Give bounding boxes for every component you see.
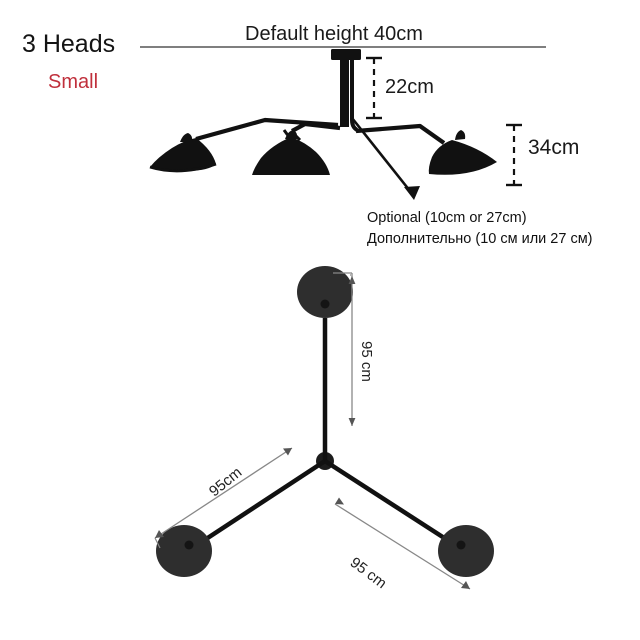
plan-dimension-left	[154, 447, 293, 549]
label-shade-dimension: 34cm	[528, 136, 580, 159]
lamp-head-right	[428, 130, 497, 175]
optional-note-block: Optional (10cm or 27cm) Дополнительно (1…	[367, 208, 593, 249]
lamp-head-left	[149, 133, 217, 173]
page-title-size: Small	[48, 71, 99, 93]
lamp-tip-left	[180, 133, 193, 142]
optional-note-en: Optional (10cm or 27cm)	[367, 210, 527, 226]
optional-note-ru: Дополнительно (10 см или 27 см)	[367, 230, 593, 247]
lamp-shade-left	[150, 138, 216, 171]
optional-leader-arrow	[350, 117, 420, 200]
arm-middle	[291, 121, 341, 133]
lamp-head-middle	[252, 130, 330, 175]
arm-right	[355, 123, 446, 145]
ceiling-plate	[331, 49, 361, 60]
plan-head-top	[297, 266, 353, 318]
plan-head-left	[156, 525, 212, 577]
plan-arm-right	[323, 459, 454, 545]
label-plan-arm-top: 95 cm	[358, 341, 375, 382]
plan-dimension-right	[334, 497, 471, 590]
plan-arm-left	[198, 459, 327, 545]
label-default-height: Default height 40cm	[245, 23, 423, 45]
page-title-heads: 3 Heads	[22, 30, 116, 58]
lamp-stem	[340, 59, 349, 127]
lamp-shade-middle	[252, 137, 330, 175]
lamp-shade-left-rim	[149, 162, 217, 173]
lamp-tip-middle	[285, 130, 298, 139]
dimension-34cm	[506, 123, 522, 187]
plan-head-right	[438, 525, 494, 577]
lamp-tip-right	[455, 130, 466, 140]
lamp-shade-right	[428, 140, 497, 175]
label-stem-dimension: 22cm	[385, 76, 434, 98]
plan-dimension-top	[333, 272, 356, 426]
arm-left	[195, 117, 339, 142]
dimension-22cm	[366, 56, 382, 120]
